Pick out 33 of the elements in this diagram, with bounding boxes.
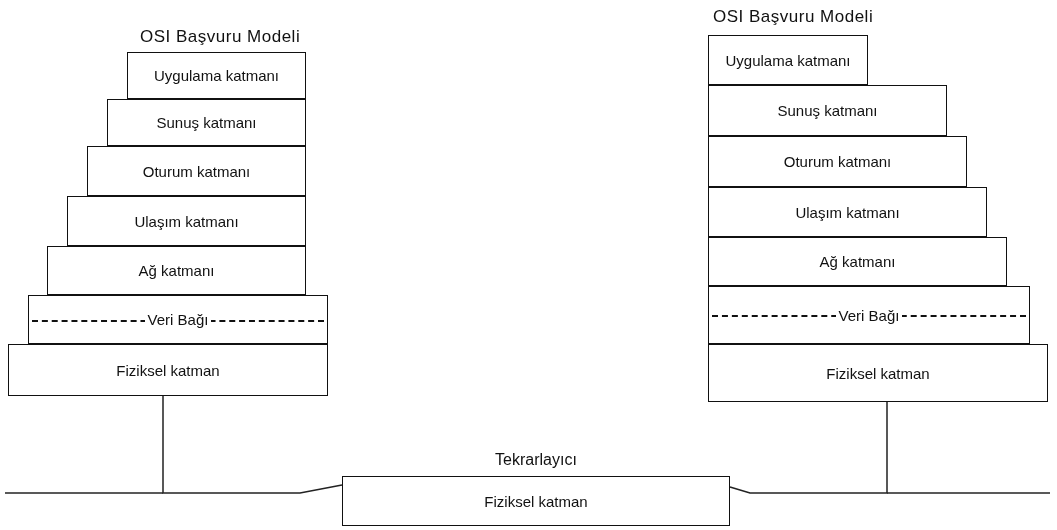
layer-label: Uygulama katmanı <box>153 67 280 84</box>
layer-box <box>708 237 1007 286</box>
layer-label: Ulaşım katmanı <box>795 203 900 221</box>
model-title: OSI Başvuru Modeli <box>713 7 874 27</box>
layer-label: Sunuş katmanı <box>777 102 878 119</box>
layer-label: Fiziksel katman <box>116 361 220 379</box>
layer-box <box>708 85 947 136</box>
layer-box <box>708 136 967 187</box>
device-caption: Tekrarlayıcı <box>495 451 577 469</box>
layer-label: Uygulama katmanı <box>725 51 851 69</box>
layer-label: Ağ katmanı <box>819 253 896 270</box>
layer-label: Ulaşım katmanı <box>134 212 239 230</box>
layer-label: Oturum katmanı <box>142 162 251 180</box>
layer-box <box>708 35 868 85</box>
layer-label: Oturum katmanı <box>783 153 892 170</box>
layer-label: Sunuş katmanı <box>156 114 257 131</box>
layer-box <box>708 344 1048 402</box>
layer-box <box>8 344 328 396</box>
data-link-layer-box <box>708 286 1030 344</box>
layer-label: Ağ katmanı <box>138 262 215 279</box>
layer-label: Fiziksel katman <box>484 492 588 510</box>
data-link-layer-box <box>28 295 328 344</box>
layer-box <box>127 52 306 99</box>
layer-label: Veri Bağı <box>144 311 212 328</box>
layer-box <box>708 187 987 237</box>
network-cable <box>729 401 888 494</box>
layer-box <box>67 196 306 246</box>
model-title: OSI Başvuru Modeli <box>140 27 301 47</box>
layer-box <box>107 99 306 146</box>
network-cable <box>162 395 343 494</box>
layer-box <box>87 146 306 196</box>
layer-box <box>47 246 306 295</box>
layer-label: Fiziksel katman <box>826 364 930 382</box>
